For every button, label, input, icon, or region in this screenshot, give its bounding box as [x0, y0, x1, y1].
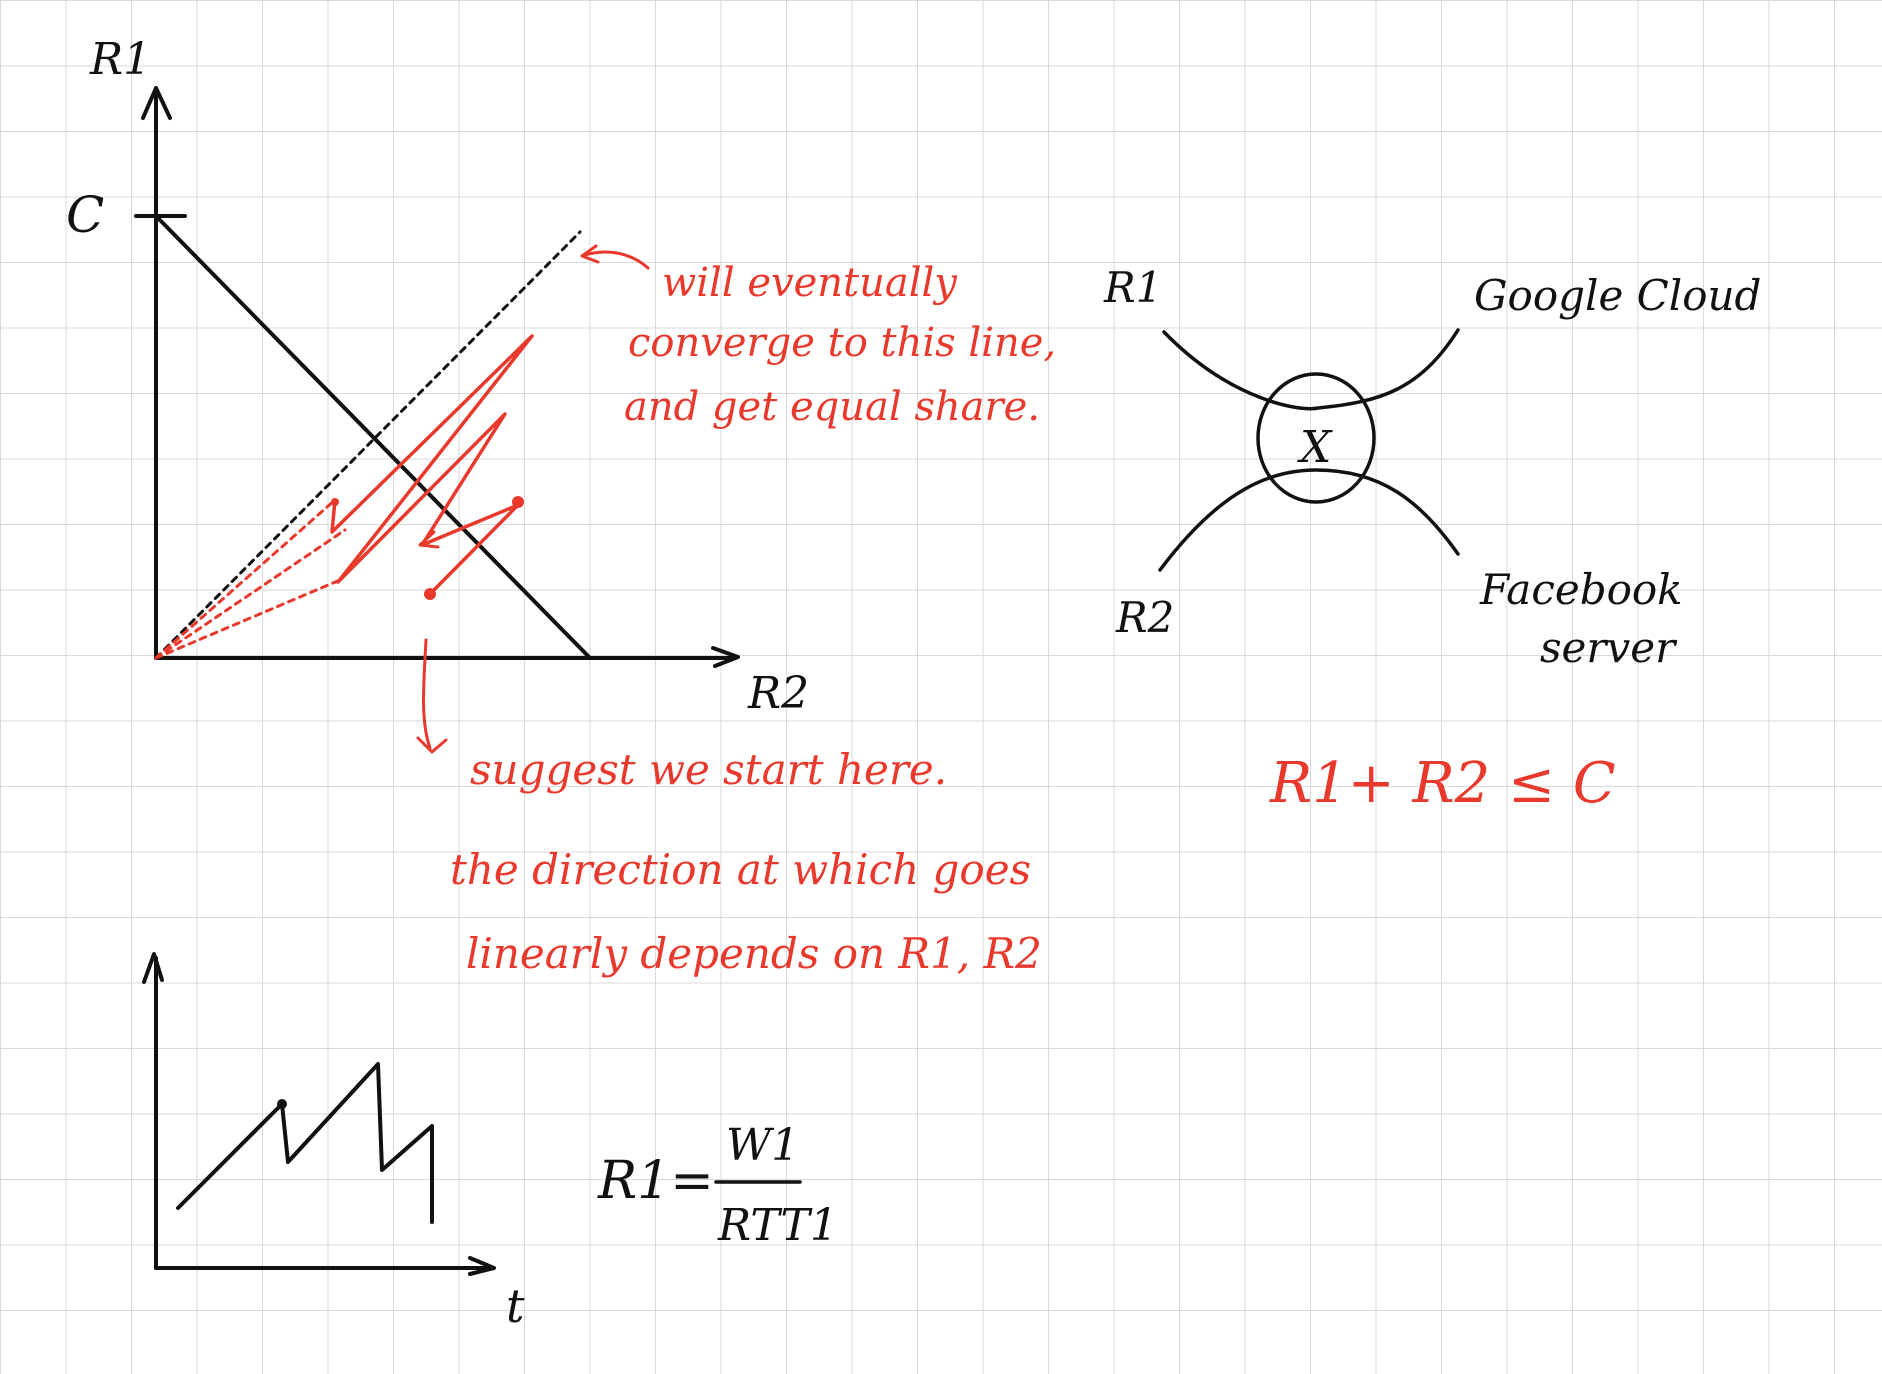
right-bottom-label-line-2: server	[1540, 623, 1678, 672]
phase-plot: R1 R2 C will eventually converge to this…	[66, 34, 1056, 978]
rate-formula: R1= W1 RTT1	[597, 1120, 838, 1251]
saw-peak-point	[277, 1099, 287, 1109]
flow-r1-curve	[1162, 328, 1460, 411]
red-rays	[154, 498, 347, 660]
capacity-line	[154, 214, 592, 660]
ray	[154, 578, 342, 660]
start-note: suggest we start here. the direction at …	[450, 745, 1042, 978]
router-circle	[1256, 372, 1376, 504]
saw-y-arrowhead	[142, 952, 164, 984]
y-axis-arrowhead	[141, 86, 172, 120]
converge-note-line-2: converge to this line,	[628, 320, 1056, 366]
converge-arrow	[580, 244, 650, 270]
start-note-line-2: the direction at which goes	[450, 845, 1031, 894]
converge-note-line-3: and get equal share.	[624, 384, 1040, 430]
ray	[154, 498, 337, 660]
aimd-trajectory	[330, 334, 534, 596]
capacity-constraint: R1+ R2 ≤ C	[1269, 751, 1616, 816]
formula-denominator: RTT1	[717, 1200, 838, 1251]
formula-numerator: W1	[726, 1120, 799, 1171]
x-axis-arrowhead	[711, 646, 740, 668]
ray-point	[331, 498, 339, 506]
flow-r2-curve	[1158, 468, 1460, 572]
ray	[154, 528, 347, 660]
left-bottom-label: R2	[1115, 593, 1174, 642]
saw-x-axis-label: t	[506, 1279, 525, 1333]
formula-lhs: R1=	[597, 1151, 714, 1211]
start-point	[424, 588, 436, 600]
saw-x-arrowhead	[468, 1256, 496, 1276]
right-bottom-label-line-1: Facebook	[1479, 565, 1683, 614]
turn-point	[512, 496, 524, 508]
y-axis-label: R1	[89, 34, 151, 85]
fairness-line	[154, 230, 582, 660]
start-note-line-1: suggest we start here.	[470, 745, 947, 794]
start-note-line-3: linearly depends on R1, R2	[466, 929, 1042, 978]
converge-note-line-1: will eventually	[662, 260, 958, 306]
left-top-label: R1	[1103, 263, 1162, 312]
capacity-label: C	[66, 186, 104, 244]
network-diagram: X R1 R2 Google Cloud Facebook server R1+…	[1103, 263, 1761, 816]
right-top-label: Google Cloud	[1474, 271, 1761, 320]
sawtooth-plot: t	[142, 952, 525, 1333]
converge-note: will eventually converge to this line, a…	[624, 260, 1056, 430]
x-axis-label: R2	[747, 668, 809, 719]
start-arrow	[416, 638, 448, 754]
router-label: X	[1297, 422, 1333, 473]
sawtooth-line	[176, 1062, 434, 1224]
trajectory-arrowhead	[418, 530, 440, 549]
